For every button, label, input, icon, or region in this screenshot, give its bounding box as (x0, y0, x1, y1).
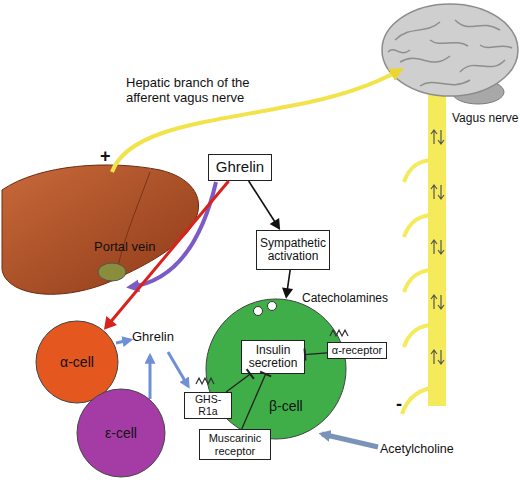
node-text: GHS-R1a (187, 394, 229, 417)
inhibition-bar (304, 349, 307, 361)
vessel-label: Portal vein (94, 240, 155, 255)
connector-line (226, 374, 250, 392)
node-text: Sympathetic activation (259, 237, 327, 263)
hormone-label: Ghrelin (132, 330, 174, 345)
connector-line (249, 181, 277, 225)
secretion-box: Insulin secretion (241, 340, 305, 374)
node-text: β-cell (269, 398, 303, 414)
epsilon-cell: ε-cell (76, 388, 166, 478)
connector (282, 270, 293, 299)
gallbladder (98, 263, 126, 281)
hormone-label: Catecholamines (302, 292, 388, 306)
connector (249, 181, 280, 230)
node-text: Insulin secretion (244, 344, 302, 370)
connector-line (287, 270, 290, 293)
hormone-box: Ghrelin (208, 154, 272, 181)
node-text: α-cell (60, 354, 94, 370)
inhibition-bar (260, 372, 271, 377)
nerve-label: Vagus nerve (452, 112, 519, 126)
vagus-nerve-band (428, 86, 446, 406)
bidirectional-arrows (431, 130, 444, 364)
connector-line (242, 374, 266, 429)
binding-arrow (168, 352, 188, 386)
connector (242, 372, 271, 429)
cell-text-holder: β-cell (269, 398, 303, 414)
connector (305, 349, 327, 361)
beta-cell: β-cellInsulin secretionGHS-R1aα-receptor… (205, 298, 347, 440)
node-text: α-receptor (332, 344, 382, 356)
connector-line (305, 353, 327, 355)
inhibition-bar (247, 369, 254, 379)
neurotransmitter-label: Acetylcholine (380, 442, 454, 456)
process-box: Sympathetic activation (256, 230, 330, 270)
nerve-label: Hepatic branch of the afferent vagus ner… (126, 76, 286, 106)
receptor-box: α-receptor (327, 342, 387, 359)
arrow-head (104, 316, 117, 330)
cell-body (77, 389, 165, 477)
arrow-head (282, 287, 293, 298)
acetylcholine-rod (322, 434, 378, 447)
connector (104, 181, 229, 330)
node-text: ε-cell (105, 425, 137, 441)
node-text: Ghrelin (216, 159, 264, 176)
secretion-arrow (116, 340, 130, 343)
brain (382, 4, 518, 96)
portal-vein-arrow (130, 182, 216, 287)
vagus-branches (402, 160, 430, 414)
receptor-box: Muscarinic receptor (199, 429, 271, 460)
arrow-head (270, 218, 280, 230)
brain-gyri (388, 20, 512, 86)
node-text: Muscarinic receptor (202, 432, 268, 456)
liver (2, 165, 199, 294)
receptor-box: GHS-R1a (184, 392, 232, 419)
sign-label: - (396, 394, 402, 415)
connector (226, 369, 254, 392)
cell-body (36, 321, 118, 403)
connector-line (108, 181, 229, 325)
cell-text-holder: ε-cell (76, 388, 166, 478)
secretion-arrow (149, 356, 152, 399)
sign-label: + (100, 146, 111, 167)
